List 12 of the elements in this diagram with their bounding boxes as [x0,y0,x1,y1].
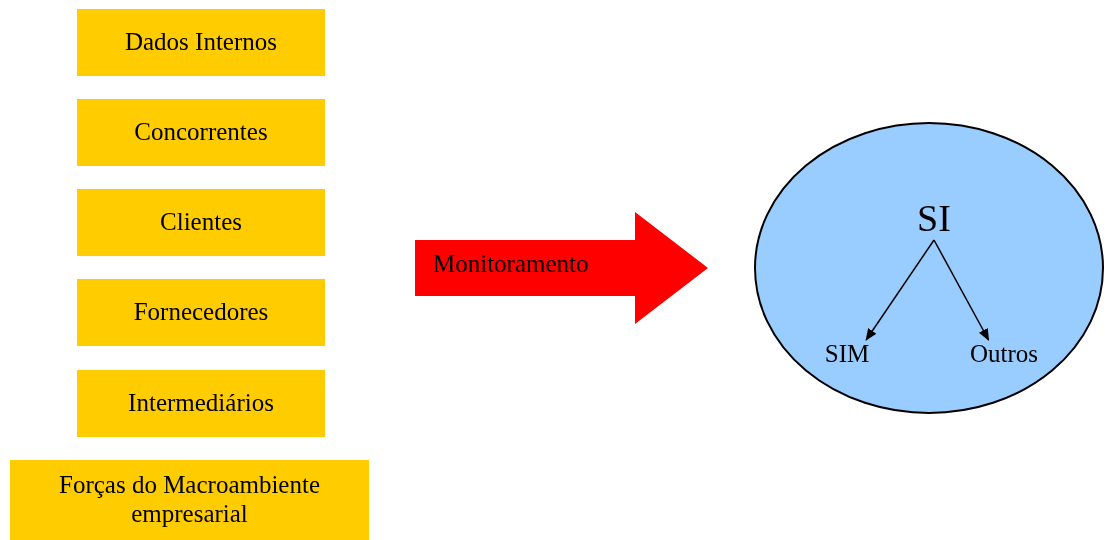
node-label: SI [909,196,959,240]
source-box: Clientes [77,189,325,256]
source-box: Concorrentes [77,99,325,166]
source-box: Forças do Macroambiente empresarial [10,460,369,540]
arrow-label: Monitoramento [433,250,589,278]
source-box: Dados Internos [77,9,325,76]
arrow [933,239,990,341]
source-box: Intermediários [77,370,325,437]
arrow [865,239,935,341]
node-label: Outros [954,340,1054,374]
source-box: Fornecedores [77,279,325,346]
node-label: SIM [809,340,885,374]
